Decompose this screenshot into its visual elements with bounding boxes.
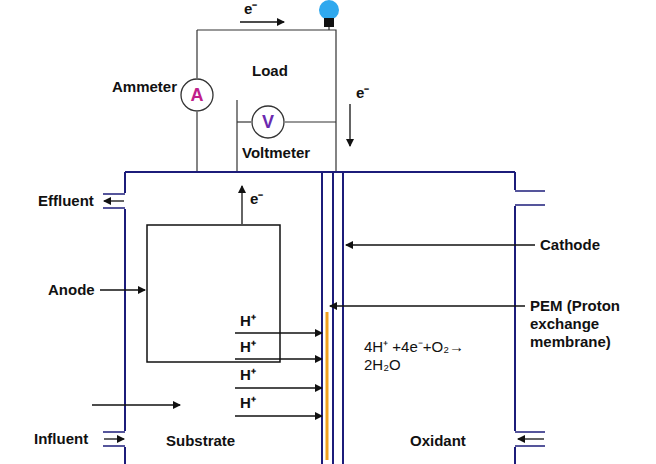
- electron-label: e⁻: [250, 190, 263, 208]
- anode-electrode: [147, 225, 280, 362]
- flow-label: Effluent: [38, 192, 94, 210]
- proton-label: H⁺: [240, 366, 256, 384]
- reaction-equation: 4H⁺ +4e⁻+O₂→ 2H₂O: [364, 338, 499, 374]
- proton-arrow: [235, 415, 322, 416]
- meter-label: Ammeter: [112, 78, 177, 96]
- electron-label: e⁻: [244, 0, 257, 18]
- flow-arrow: [518, 438, 544, 439]
- proton-arrow: [235, 332, 322, 333]
- voltmeter-symbol: V: [251, 105, 285, 139]
- proton-arrow: [235, 387, 322, 388]
- electron-arrow: [240, 21, 284, 22]
- part-label: PEM (Proton exchange membrane): [530, 297, 642, 351]
- proton-label: H⁺: [240, 338, 256, 356]
- proton-label: H⁺: [240, 394, 256, 412]
- electron-label: e⁻: [356, 84, 369, 102]
- cathode-plate: [333, 172, 343, 464]
- pipe: [103, 191, 545, 446]
- ammeter-symbol: A: [180, 78, 214, 112]
- flow-arrow: [104, 438, 124, 439]
- load-label: Load: [252, 62, 288, 80]
- proton-exchange-membrane: [326, 312, 329, 460]
- flow-arrow: [92, 404, 180, 405]
- meter-letter: A: [180, 78, 214, 112]
- chamber-label: Substrate: [166, 432, 235, 450]
- circuit-wire: [197, 22, 336, 172]
- flow-label: Influent: [34, 430, 88, 448]
- light-bulb: [319, 0, 339, 20]
- electron-arrow: [241, 186, 242, 224]
- proton-label: H⁺: [240, 312, 256, 330]
- leader-arrow: [346, 244, 535, 245]
- part-label: Anode: [48, 281, 95, 299]
- flow-arrow: [104, 200, 124, 201]
- proton-arrow: [235, 358, 322, 359]
- bulb-base: [324, 18, 334, 27]
- leader-arrow: [330, 305, 525, 306]
- meter-letter: V: [251, 105, 285, 139]
- electron-arrow: [349, 104, 350, 146]
- meter-label: Voltmeter: [242, 144, 310, 162]
- chamber-wall: [125, 172, 515, 464]
- leader-arrow: [100, 289, 145, 290]
- part-label: Cathode: [540, 236, 600, 254]
- chamber-label: Oxidant: [410, 432, 466, 450]
